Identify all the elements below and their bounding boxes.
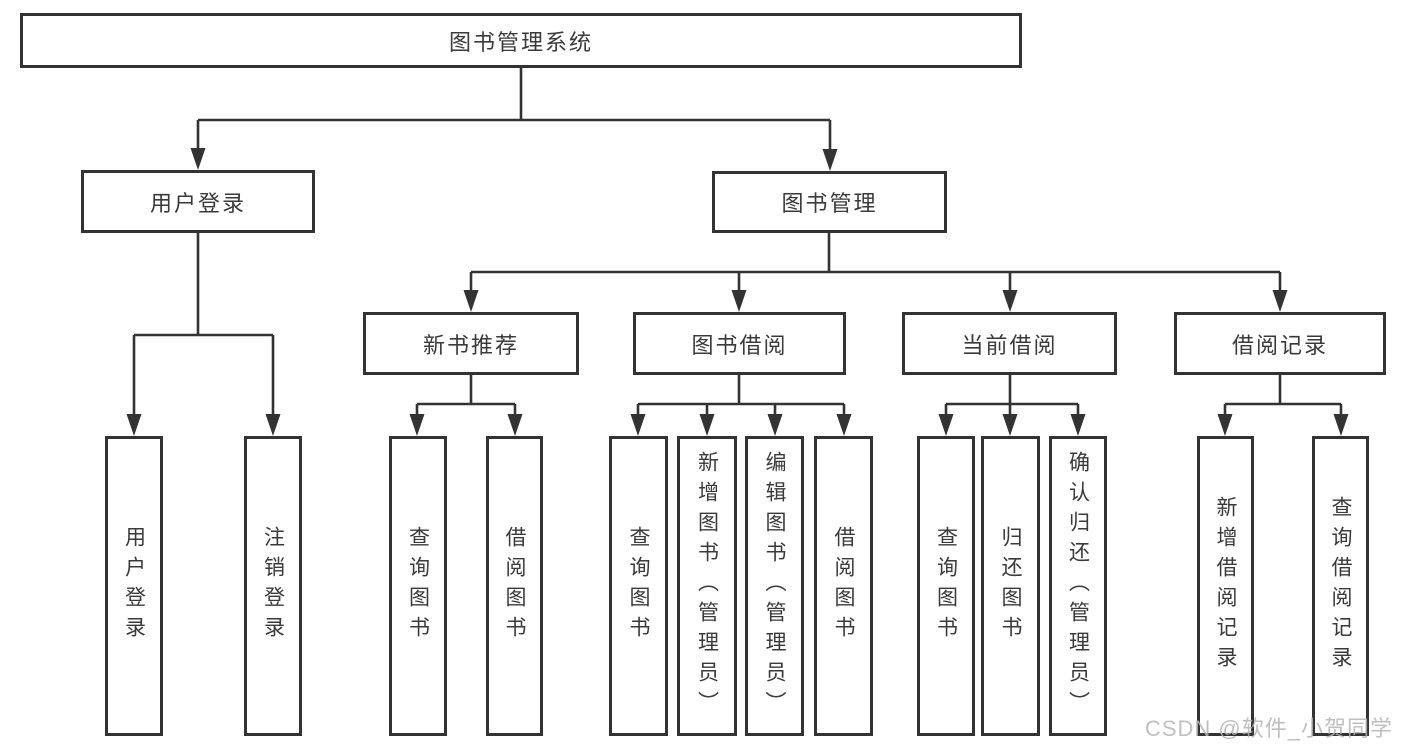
node-leaf-user-login: 用户登录 (105, 436, 163, 736)
connector-new-book-children (409, 375, 523, 436)
connector-root-to-level2 (190, 68, 838, 171)
node-leaf-nb-borrow-books: 借阅图书 (486, 436, 543, 736)
csdn-watermark: CSDN @软件_小贺同学 (1144, 716, 1393, 741)
node-leaf-bb-query-books: 查询图书 (609, 436, 668, 736)
connector-book-management-children (463, 233, 1288, 312)
connector-book-borrow-children (630, 375, 852, 436)
node-label: 借阅图书 (503, 526, 526, 646)
node-label: 注销登录 (261, 526, 285, 646)
node-user-login: 用户登录 (81, 170, 315, 233)
connector-user-login-children (126, 233, 281, 436)
node-book-management: 图书管理 (712, 171, 947, 233)
node-library-management-system: 图书管理系统 (20, 13, 1022, 68)
node-leaf-bb-add-books-admin: 新增图书（管理员） (677, 436, 737, 736)
node-label: 新增图书（管理员） (695, 451, 719, 721)
node-label: 查询图书 (627, 526, 650, 646)
node-label: 借阅图书 (832, 526, 855, 646)
node-borrowing-records: 借阅记录 (1174, 312, 1386, 375)
connector-current-borrow-children (938, 375, 1086, 436)
node-leaf-logout-login: 注销登录 (244, 436, 302, 736)
node-label: 编辑图书（管理员） (763, 451, 786, 721)
node-label: 图书管理 (781, 191, 878, 216)
node-leaf-nb-query-books: 查询图书 (389, 436, 447, 736)
node-leaf-bb-edit-books-admin: 编辑图书（管理员） (745, 436, 804, 736)
connector-borrow-records-children (1217, 375, 1349, 436)
node-book-borrowing: 图书借阅 (633, 312, 846, 375)
node-label: 新书推荐 (422, 332, 519, 358)
node-label: 新增借阅记录 (1214, 496, 1237, 676)
node-current-borrowing: 当前借阅 (902, 312, 1117, 375)
node-label: 借阅记录 (1231, 332, 1328, 358)
node-leaf-cb-confirm-return-admin: 确认归还（管理员） (1049, 436, 1107, 736)
node-new-book-recommendation: 新书推荐 (363, 312, 579, 375)
node-label: 用户登录 (149, 190, 246, 216)
node-label: 查询借阅记录 (1329, 496, 1352, 676)
node-leaf-br-query-record: 查询借阅记录 (1312, 436, 1369, 736)
node-label: 归还图书 (999, 526, 1022, 646)
node-leaf-cb-query-books: 查询图书 (917, 436, 975, 736)
node-label: 图书借阅 (691, 332, 788, 358)
node-label: 查询图书 (934, 526, 958, 646)
node-leaf-br-add-record: 新增借阅记录 (1197, 436, 1254, 736)
node-label: 用户登录 (122, 526, 146, 646)
node-label: 确认归还（管理员） (1066, 451, 1090, 721)
node-leaf-cb-return-books: 归还图书 (981, 436, 1040, 736)
node-label: 查询图书 (406, 526, 430, 646)
node-label: 当前借阅 (961, 332, 1058, 358)
node-leaf-bb-borrow-books: 借阅图书 (814, 436, 873, 736)
node-label: 图书管理系统 (448, 29, 593, 55)
